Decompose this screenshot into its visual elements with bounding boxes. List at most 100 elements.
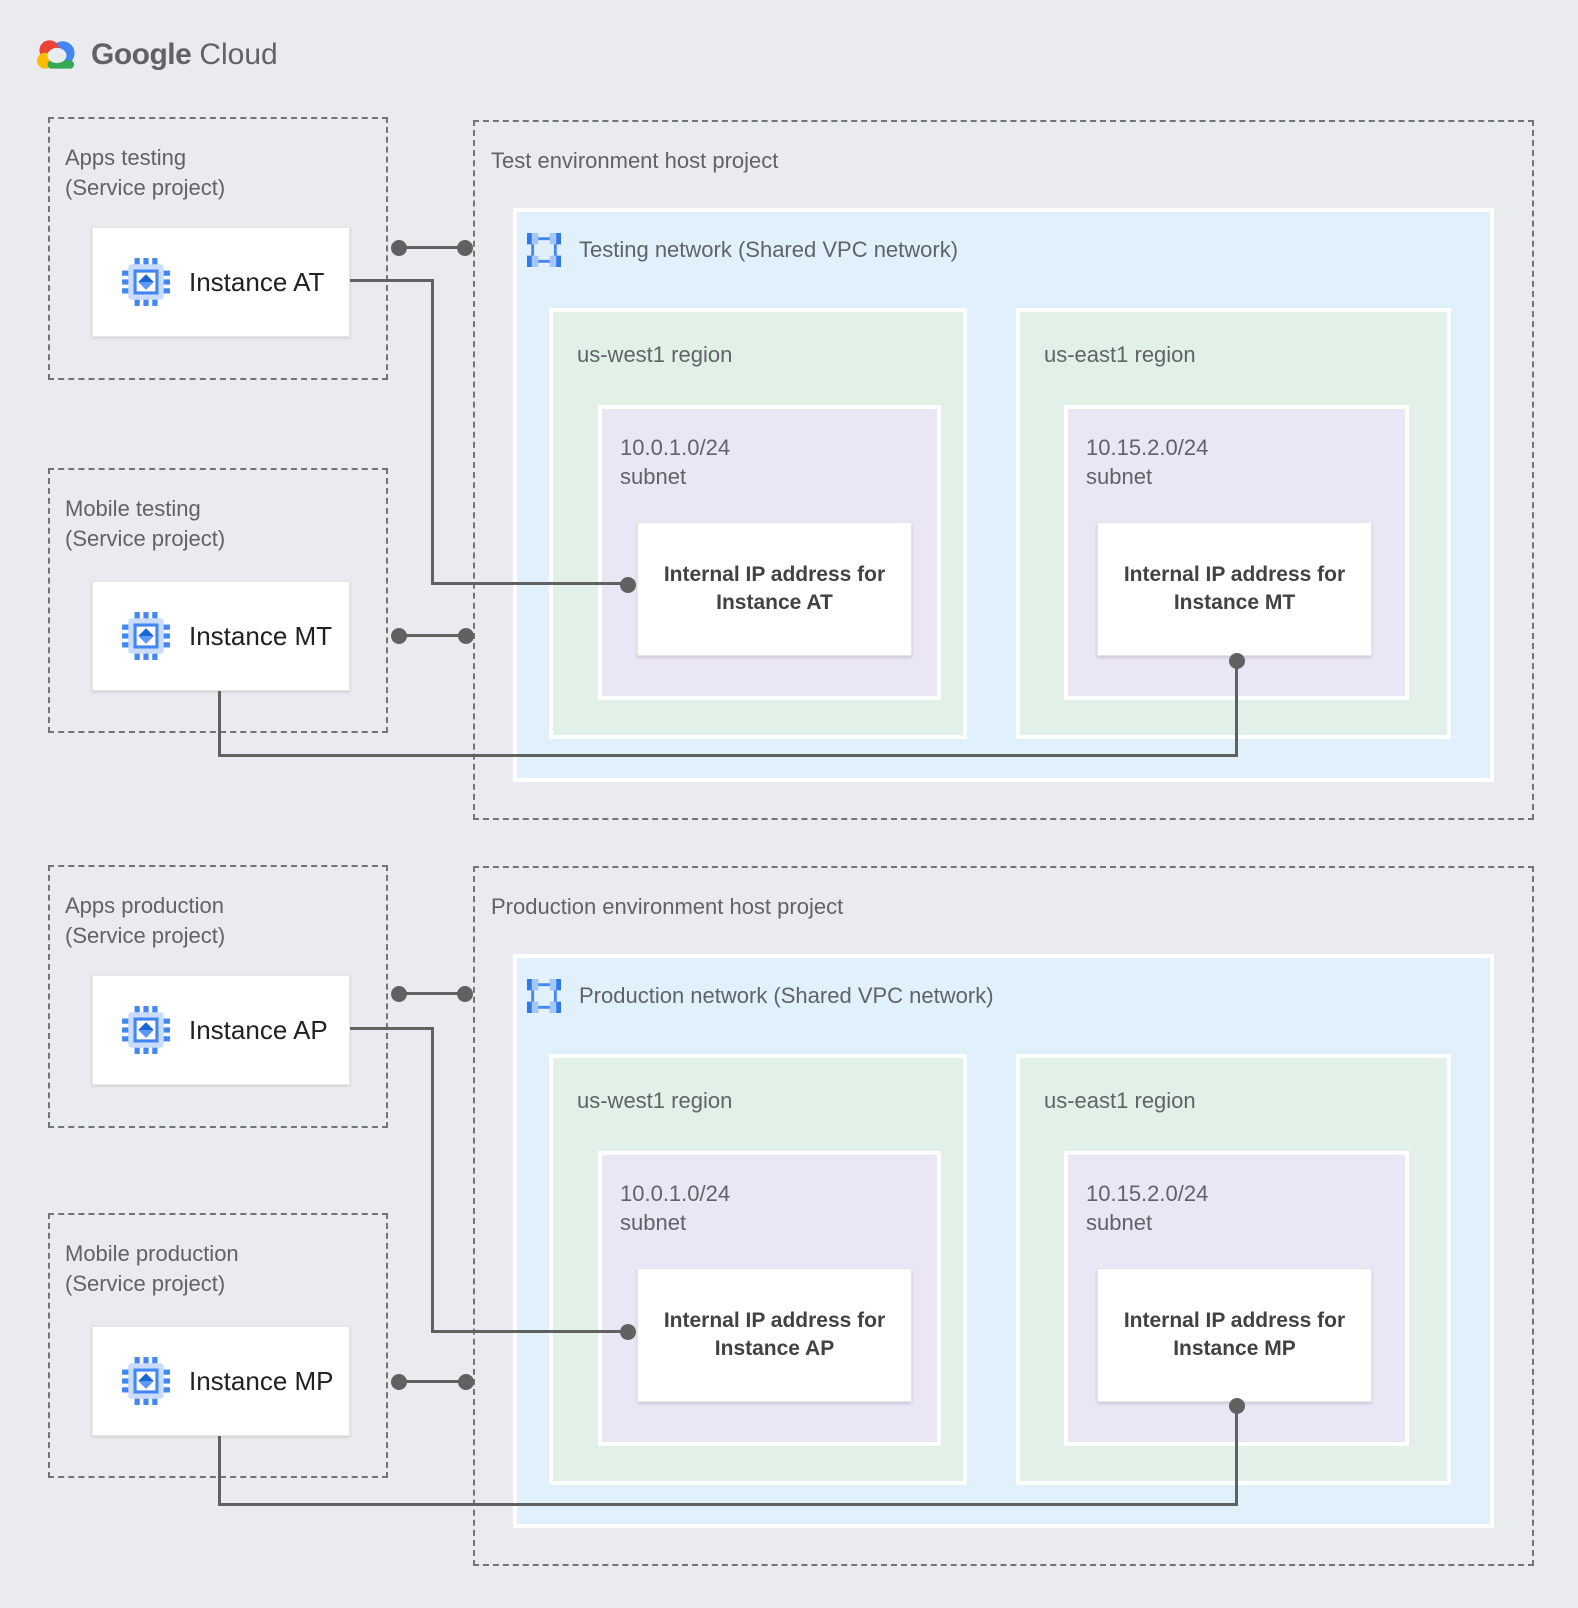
ip-box-line1: Internal IP address for [1123, 1309, 1346, 1332]
instance-card-at: Instance AT [92, 227, 350, 337]
ip-box-line1: Internal IP address for [663, 1309, 886, 1332]
service-project-box-mobile-production: Mobile production (Service project) Inst… [48, 1213, 388, 1478]
network-label: Testing network (Shared VPC network) [579, 237, 959, 262]
host-project-box-production: Production environment host project Prod… [473, 866, 1534, 1566]
internal-ip-box-mt: Internal IP address for Instance MT [1097, 522, 1372, 656]
connector-line [350, 279, 434, 282]
host-project-title: Test environment host project [491, 148, 779, 173]
connector-dot [391, 1374, 407, 1390]
connector-dot [457, 986, 473, 1002]
connector-line [399, 634, 466, 637]
connector-dot [1229, 1398, 1245, 1414]
subnet-box: 10.0.1.0/24 subnet Internal IP address f… [598, 1151, 941, 1446]
region-label: us-west1 region [577, 342, 733, 367]
instance-label: Instance MP [189, 1365, 334, 1396]
logo-brand-text: Google [91, 38, 192, 71]
ip-box-line2: Instance MT [1173, 591, 1296, 614]
region-box-us-west1: us-west1 region 10.0.1.0/24 subnet Inter… [549, 308, 967, 739]
service-project-title: Apps testing (Service project) [65, 143, 225, 203]
connector-dot [391, 628, 407, 644]
connector-line [350, 1027, 434, 1030]
shared-vpc-network-box-testing: Testing network (Shared VPC network) us-… [513, 208, 1494, 782]
compute-engine-icon [121, 1005, 171, 1055]
ip-box-line2: Instance AT [716, 591, 833, 614]
connector-line [399, 246, 465, 249]
host-project-title: Production environment host project [491, 894, 844, 919]
region-box-us-east1: us-east1 region 10.15.2.0/24 subnet Inte… [1016, 1054, 1451, 1485]
subnet-box: 10.15.2.0/24 subnet Internal IP address … [1064, 1151, 1409, 1446]
connector-line [431, 1330, 628, 1333]
vpc-network-icon [527, 233, 561, 267]
connector-line [431, 582, 628, 585]
service-project-type: (Service project) [65, 175, 226, 200]
connector-line [399, 1380, 466, 1383]
ip-box-line1: Internal IP address for [663, 563, 886, 586]
ip-box-line2: Instance MP [1173, 1337, 1296, 1360]
subnet-cidr: 10.15.2.0/24 [1086, 435, 1209, 460]
connector-line [218, 754, 1238, 757]
connector-dot [391, 240, 407, 256]
region-box-us-east1: us-east1 region 10.15.2.0/24 subnet Inte… [1016, 308, 1451, 739]
service-project-box-mobile-testing: Mobile testing (Service project) Instanc… [48, 468, 388, 733]
subnet-label: 10.15.2.0/24 subnet [1086, 1179, 1208, 1237]
service-project-name: Apps production [65, 893, 224, 918]
region-label: us-west1 region [577, 1088, 733, 1113]
logo-product-text: Cloud [199, 38, 278, 71]
subnet-cidr: 10.0.1.0/24 [620, 435, 731, 460]
google-cloud-logo: Google Cloud [34, 36, 278, 74]
service-project-name: Apps testing [65, 145, 187, 170]
ip-box-line2: Instance AP [714, 1337, 835, 1360]
connector-dot [620, 1324, 636, 1340]
service-project-type: (Service project) [65, 923, 226, 948]
region-box-us-west1: us-west1 region 10.0.1.0/24 subnet Inter… [549, 1054, 967, 1485]
service-project-title: Apps production (Service project) [65, 891, 225, 951]
connector-dot [391, 986, 407, 1002]
instance-label: Instance AT [189, 266, 325, 297]
connector-line [218, 1436, 221, 1506]
connector-line [1235, 661, 1238, 757]
connector-dot [458, 628, 474, 644]
internal-ip-box-at: Internal IP address for Instance AT [637, 522, 912, 656]
connector-line [218, 1503, 1238, 1506]
vpc-network-icon [527, 979, 561, 1013]
subnet-label: 10.0.1.0/24 subnet [620, 1179, 730, 1237]
internal-ip-box-ap: Internal IP address for Instance AP [637, 1268, 912, 1402]
service-project-box-apps-production: Apps production (Service project) Instan… [48, 865, 388, 1128]
service-project-title: Mobile testing (Service project) [65, 494, 225, 554]
connector-dot [620, 577, 636, 593]
service-project-name: Mobile testing [65, 496, 201, 521]
subnet-cidr: 10.0.1.0/24 [620, 1181, 731, 1206]
subnet-label: 10.15.2.0/24 subnet [1086, 433, 1208, 491]
service-project-type: (Service project) [65, 526, 226, 551]
subnet-box: 10.15.2.0/24 subnet Internal IP address … [1064, 405, 1409, 700]
subnet-word: subnet [1086, 1210, 1153, 1235]
subnet-box: 10.0.1.0/24 subnet Internal IP address f… [598, 405, 941, 700]
instance-card-ap: Instance AP [92, 975, 350, 1085]
google-cloud-logo-icon [34, 36, 80, 74]
service-project-box-apps-testing: Apps testing (Service project) Instance … [48, 117, 388, 380]
connector-line [218, 691, 221, 757]
connector-line [431, 1027, 434, 1333]
connector-line [431, 279, 434, 585]
network-header: Production network (Shared VPC network) [527, 979, 994, 1013]
instance-label: Instance MT [189, 620, 333, 651]
connector-dot [457, 240, 473, 256]
subnet-cidr: 10.15.2.0/24 [1086, 1181, 1209, 1206]
network-label: Production network (Shared VPC network) [579, 983, 994, 1008]
internal-ip-box-mp: Internal IP address for Instance MP [1097, 1268, 1372, 1402]
subnet-word: subnet [620, 464, 687, 489]
instance-card-mp: Instance MP [92, 1326, 350, 1436]
region-label: us-east1 region [1044, 1088, 1196, 1113]
connector-dot [458, 1374, 474, 1390]
connector-line [1235, 1406, 1238, 1506]
host-project-box-test: Test environment host project Testing ne… [473, 120, 1534, 820]
network-header: Testing network (Shared VPC network) [527, 233, 958, 267]
compute-engine-icon [121, 1356, 171, 1406]
shared-vpc-network-box-production: Production network (Shared VPC network) … [513, 954, 1494, 1528]
region-label: us-east1 region [1044, 342, 1196, 367]
instance-label: Instance AP [189, 1014, 328, 1045]
service-project-type: (Service project) [65, 1271, 226, 1296]
instance-card-mt: Instance MT [92, 581, 350, 691]
subnet-label: 10.0.1.0/24 subnet [620, 433, 730, 491]
